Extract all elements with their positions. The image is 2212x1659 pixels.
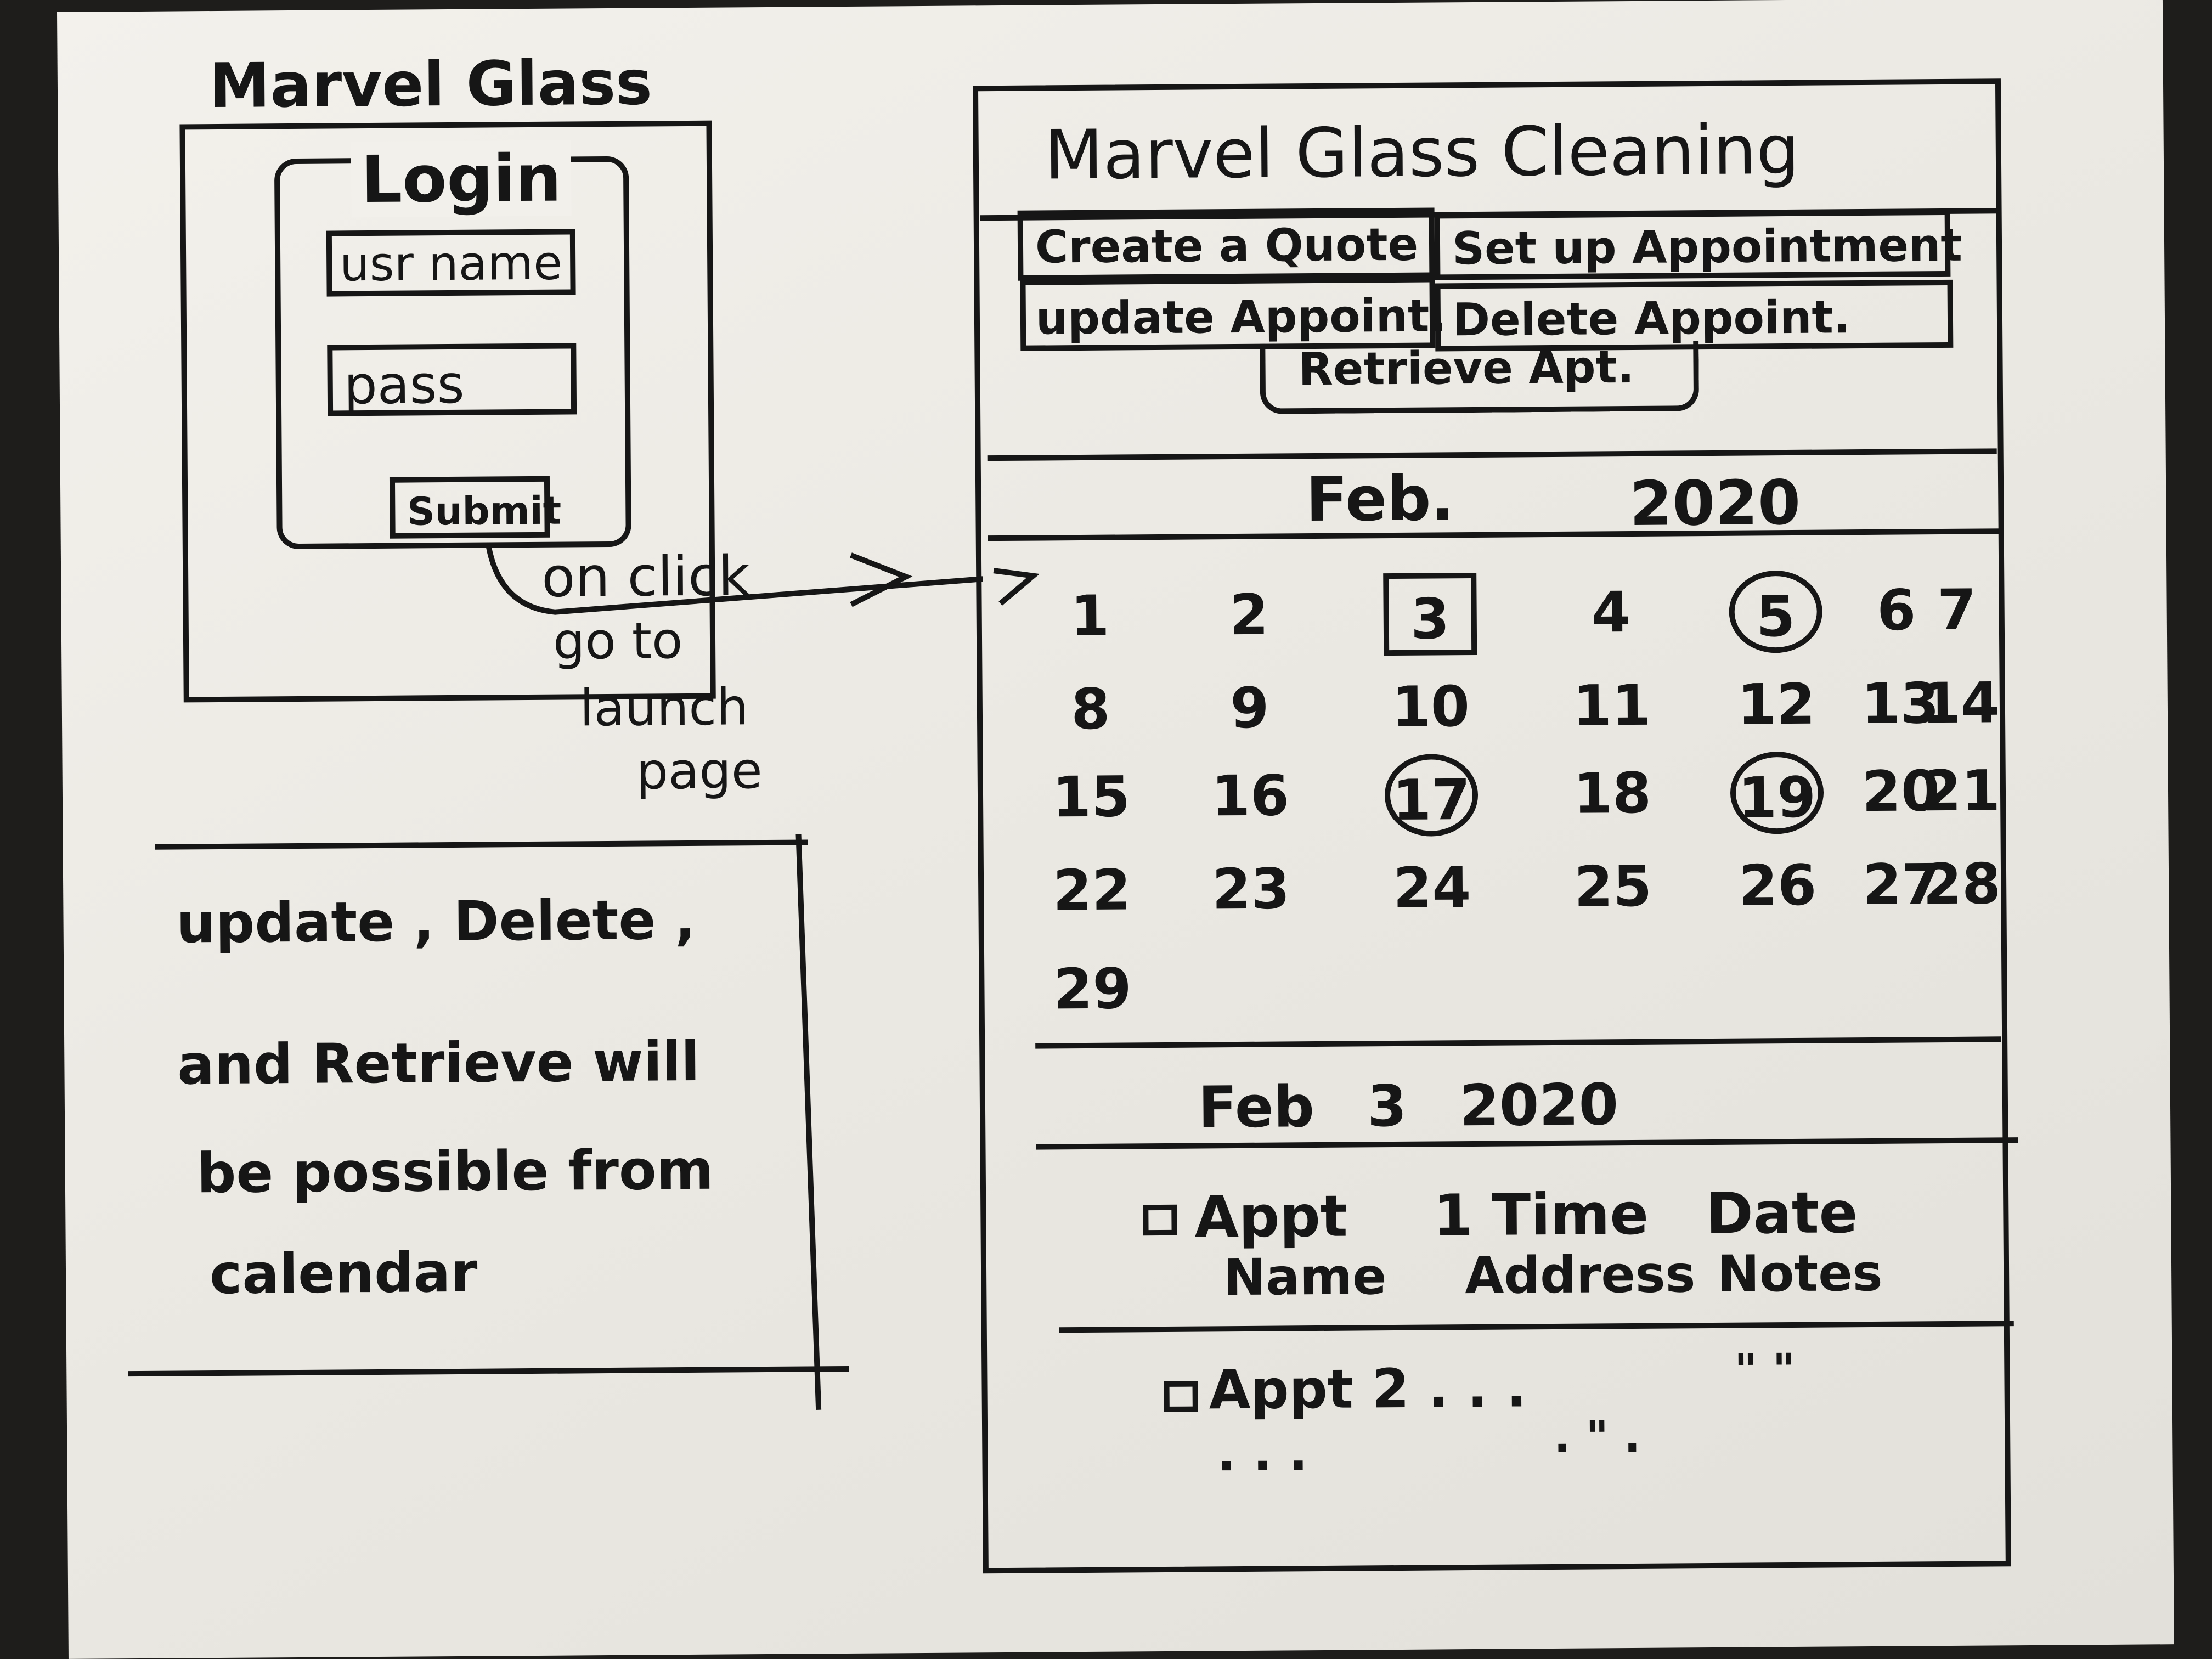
flow-arrow (486, 546, 1040, 615)
launch-header-title: Marvel Glass Cleaning (1044, 110, 1800, 195)
calendar-day-21[interactable]: 21 (1922, 758, 2001, 825)
set-up-appointment-label: Set up Appointment (1452, 219, 1962, 275)
appointment-1-name: Appt 1 (1194, 1182, 1474, 1251)
calendar-day-24[interactable]: 24 (1392, 855, 1471, 922)
appointment-2-checkbox[interactable] (1164, 1381, 1198, 1412)
calendar-day-15[interactable]: 15 (1052, 764, 1131, 831)
create-quote-button[interactable]: Create a Quote (1017, 207, 1435, 281)
calendar-day-19[interactable]: 19 (1730, 751, 1824, 834)
calendar-day-29[interactable]: 29 (1053, 956, 1132, 1023)
appointment-2-continuation: . . . (1217, 1424, 1308, 1483)
calendar-day-26[interactable]: 26 (1738, 853, 1817, 919)
appointment-1-field-address: Address (1464, 1245, 1696, 1306)
calendar-year: 2020 (1629, 467, 1801, 540)
calendar-day-17[interactable]: 17 (1384, 753, 1479, 837)
calendar-day-28[interactable]: 28 (1922, 851, 2001, 918)
appointment-2-label: Appt 2 . . . (1209, 1357, 1527, 1422)
appointment-2-col2: " " (1734, 1344, 1796, 1396)
update-appointment-button[interactable]: update Appoint. (1020, 276, 1447, 351)
appointment-1-checkbox[interactable] (1143, 1204, 1177, 1236)
appointment-2-col3: . " . (1553, 1410, 1641, 1463)
calendar-day-18[interactable]: 18 (1573, 760, 1652, 827)
calendar-day-22[interactable]: 22 (1052, 857, 1131, 924)
calendar-day-3[interactable]: 3 (1383, 572, 1477, 656)
calendar-day-23[interactable]: 23 (1211, 856, 1290, 923)
appointment-1-field-name: Name (1223, 1247, 1387, 1307)
calendar-day-5[interactable]: 5 (1729, 570, 1823, 653)
calendar-day-10[interactable]: 10 (1391, 674, 1470, 741)
calendar-day-2[interactable]: 2 (1229, 582, 1269, 648)
appointment-row-1[interactable]: Appt 1 Time Date Name Address Notes (1042, 1145, 2019, 1316)
calendar-day-7[interactable]: 7 (1937, 577, 1977, 644)
set-up-appointment-button[interactable]: Set up Appointment (1434, 209, 1962, 280)
appointment-1-time: Time (1491, 1180, 1649, 1249)
launch-header-bar: Marvel Glass Cleaning (979, 86, 2001, 221)
retrieve-appointment-label: Retrieve Apt. (1298, 341, 1635, 396)
paper-sheet: Marvel Glass Login usr name pass Submit … (57, 0, 2174, 1659)
delete-appointment-label: Delete Appoint. (1452, 291, 1851, 347)
calendar-day-16[interactable]: 16 (1211, 763, 1290, 830)
appointment-row-2[interactable]: Appt 2 . . . " " . " . . . . (1043, 1342, 2021, 1514)
calendar-month: Feb. (1305, 463, 1455, 536)
calendar-day-1[interactable]: 1 (1070, 583, 1110, 650)
calendar-day-9[interactable]: 9 (1230, 675, 1269, 742)
note-line-4: calendar (209, 1240, 478, 1307)
retrieve-appointment-button[interactable]: Retrieve Apt. (1260, 341, 1700, 414)
note-line-1: update , Delete , (176, 887, 696, 956)
update-appointment-label: update Appoint. (1035, 290, 1447, 345)
note-line-2: and Retrieve will (177, 1029, 700, 1097)
note-line-3: be possible from (196, 1137, 714, 1206)
calendar-day-8[interactable]: 8 (1071, 676, 1110, 743)
selected-date-header: Feb 3 2020 (1198, 1071, 1619, 1141)
calendar-day-11[interactable]: 11 (1572, 673, 1651, 739)
appointment-1-field-notes: Notes (1717, 1243, 1883, 1304)
calendar-day-4[interactable]: 4 (1591, 580, 1631, 646)
create-quote-label: Create a Quote (1035, 218, 1419, 274)
calendar-day-25[interactable]: 25 (1573, 854, 1652, 920)
appointment-1-date: Date (1705, 1179, 1858, 1248)
calendar-day-12[interactable]: 12 (1737, 672, 1816, 738)
calendar-day-14[interactable]: 14 (1921, 670, 2000, 737)
